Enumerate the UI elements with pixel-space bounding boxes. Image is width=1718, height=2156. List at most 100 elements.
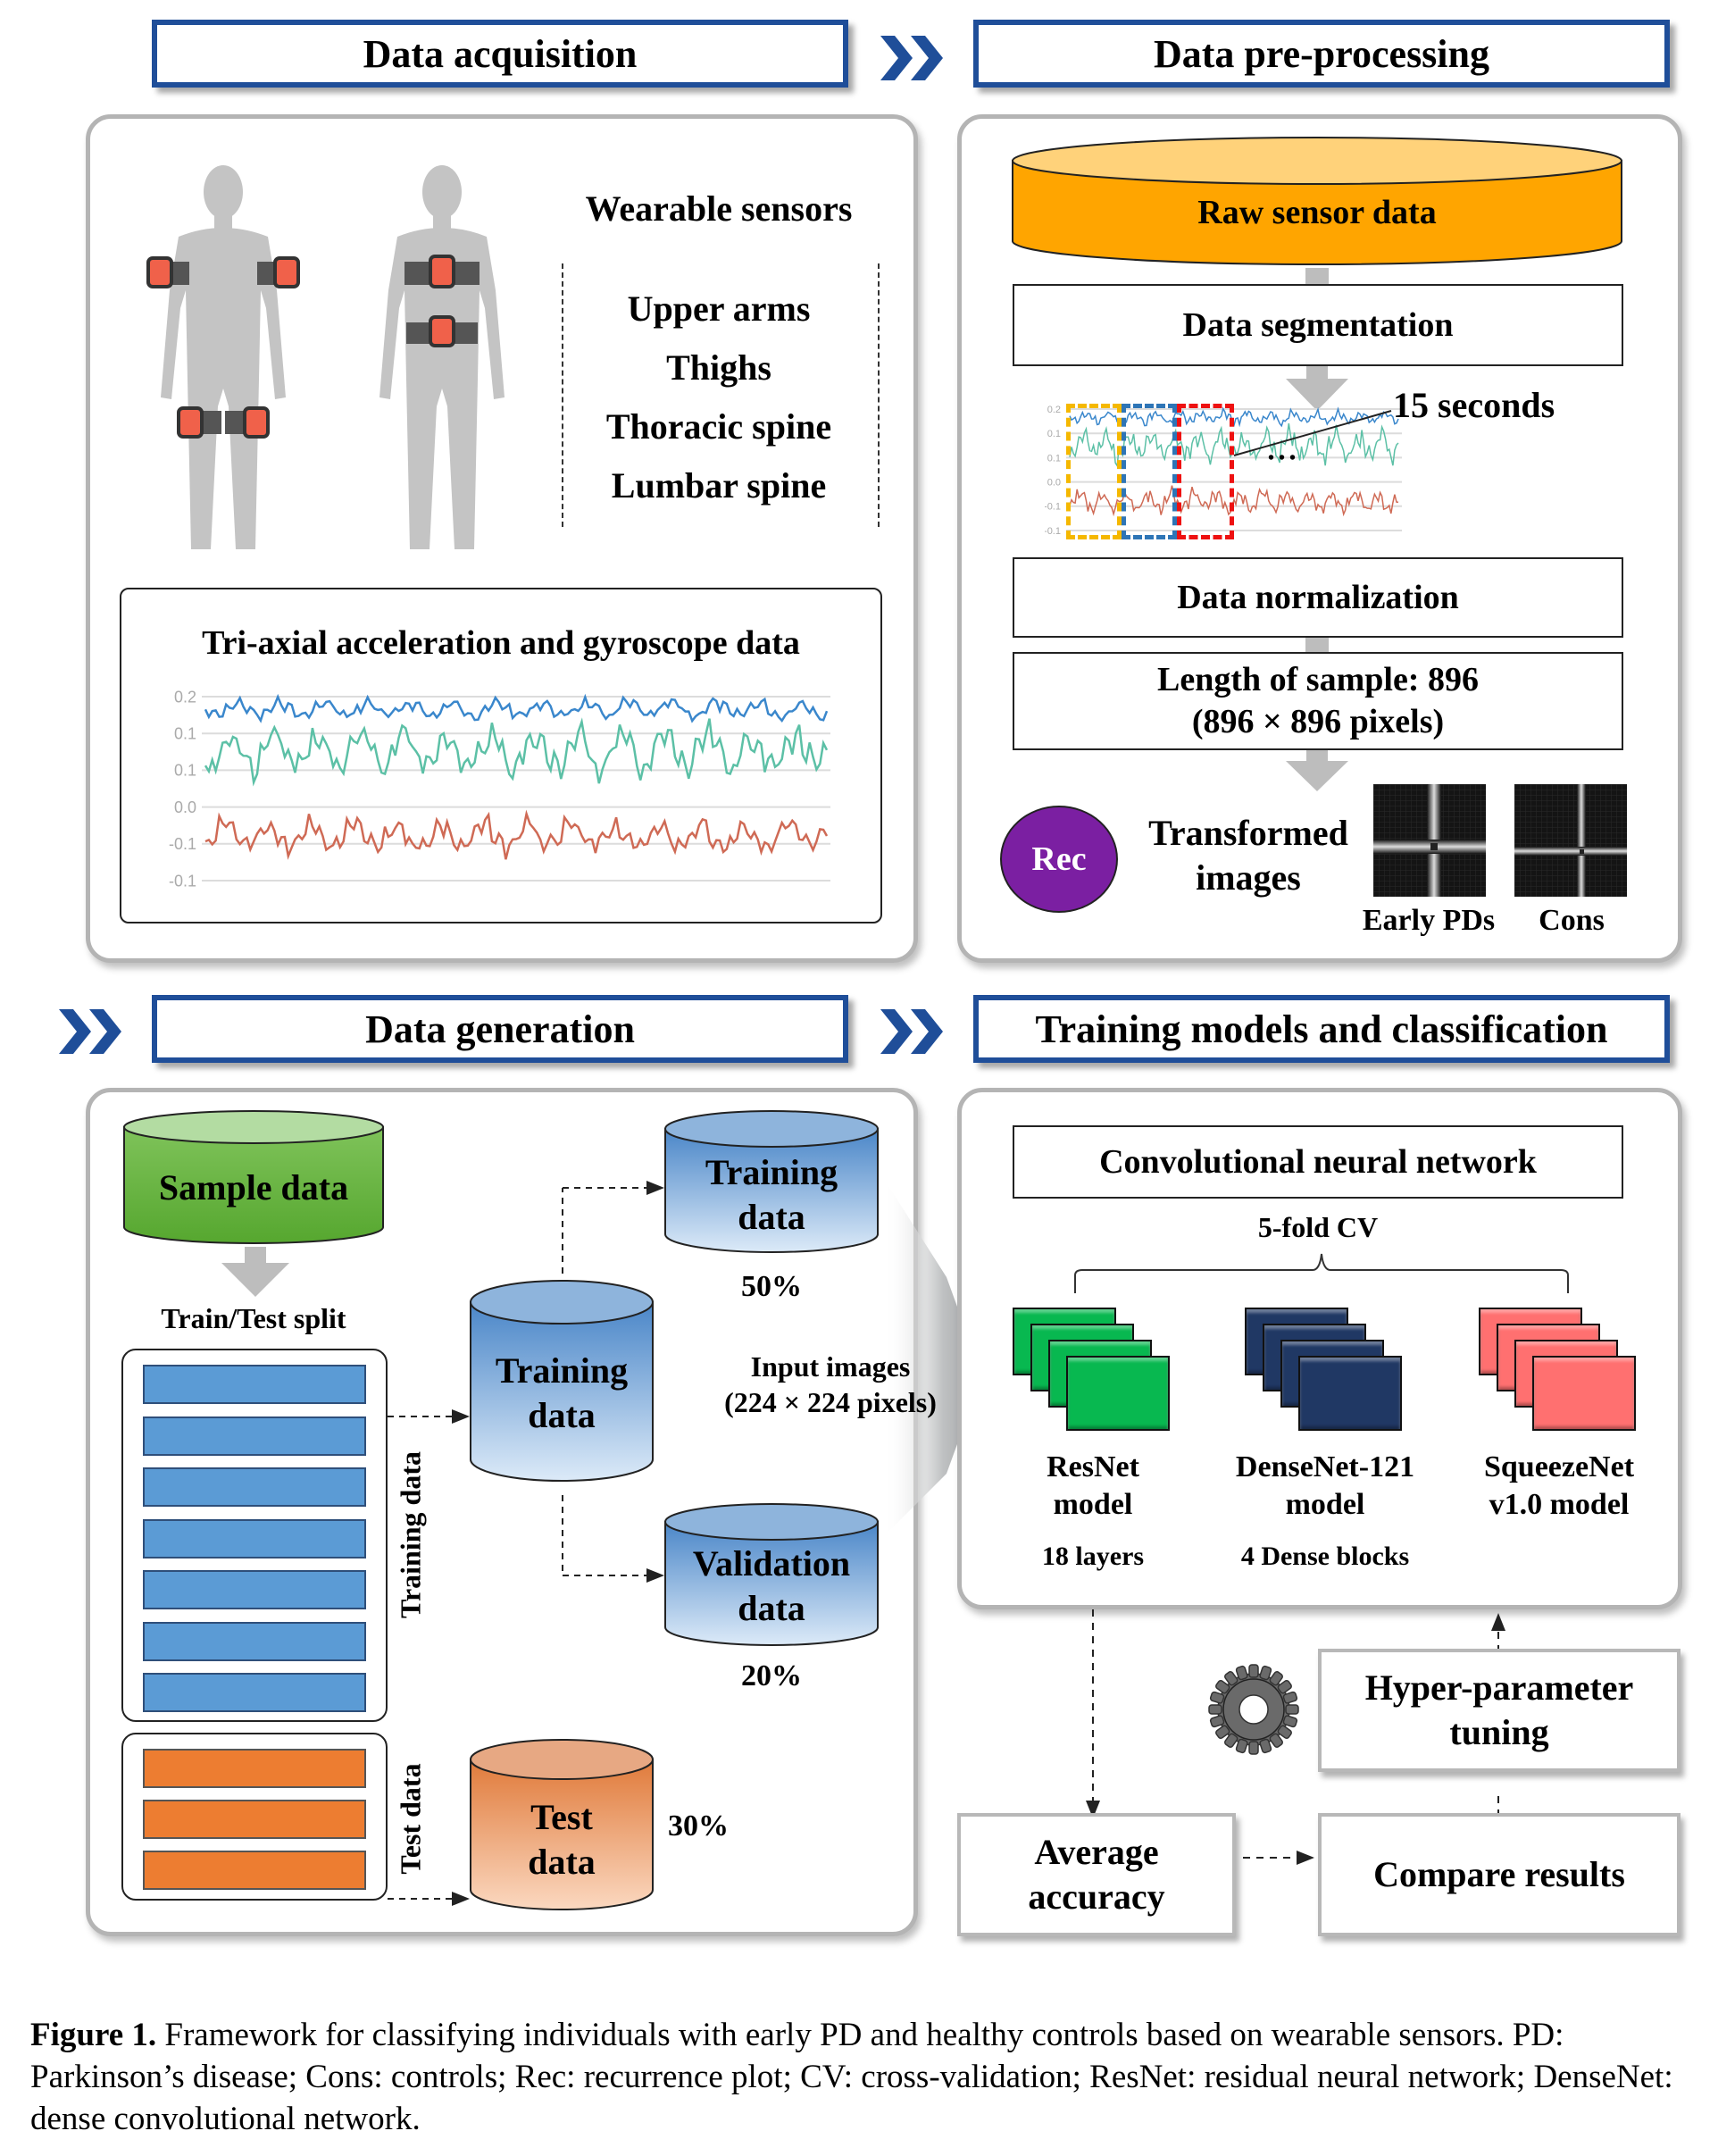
sensor-icon [429,315,455,347]
sensor-location: Lumbar spine [611,465,827,506]
model-type: v1.0 model [1489,1488,1630,1521]
test-line2: data [528,1842,596,1882]
recurrence-image-early-pd [1373,784,1486,897]
sensor-icon [146,256,173,288]
test-fold-bar [143,1800,366,1839]
header-data-generation: Data generation [152,995,848,1063]
sensor-location: Thighs [666,347,771,388]
sample-data-label: Sample data [158,1167,349,1208]
model-name: SqueezeNet [1483,1450,1635,1483]
chevron-right-icon [880,36,943,80]
window-segment-1 [1066,404,1122,539]
divider-left [562,263,563,527]
test-fold-bar [143,1749,366,1788]
signal-chart: 0.20.10.10.0-0.1-0.1 [169,688,830,890]
flow-connector [1305,638,1329,652]
sensor-location: Upper arms [627,288,811,329]
y-tick-label: -0.1 [169,835,196,853]
training-fold-bar [143,1365,366,1404]
header-data-acquisition: Data acquisition [152,20,848,88]
validation-percent: 20% [741,1659,802,1692]
model-stack [1479,1308,1657,1433]
cv-label: 5-fold CV [1257,1211,1379,1243]
training-fold-bar [143,1621,366,1661]
hyperparameter-tuning-box: Hyper-parameter tuning [1318,1649,1680,1772]
model-type: model [1053,1488,1133,1521]
window-pointer-line [1233,410,1392,456]
validation-line2: data [738,1588,805,1628]
caption-text: Framework for classifying individuals wi… [30,2017,1673,2137]
test-line1: Test [530,1797,593,1837]
y-tick-label: 0.2 [1047,405,1061,415]
chevron-right-icon [59,1009,121,1054]
y-tick-label: -0.1 [1045,526,1061,537]
gear-icon [1208,1664,1299,1755]
window-segment-2 [1122,404,1177,539]
chevron-right-icon [880,1009,943,1054]
test-data-label: Test data [468,1795,655,1884]
train-test-split-label: Train/Test split [161,1302,346,1334]
model-detail: 18 layers [1041,1542,1145,1571]
training-output-line2: data [738,1197,805,1237]
caption-label: Figure 1. [30,2017,157,2053]
image-label-cons: Cons [1539,904,1605,937]
divider-right [878,263,880,527]
hyper-line2: tuning [1449,1712,1549,1752]
data-segmentation-box: Data segmentation [1013,284,1623,366]
model-detail: 4 Dense blocks [1240,1542,1410,1571]
input-images-label: Input images (224 × 224 pixels) [688,1349,973,1420]
down-arrow-icon [1286,366,1348,411]
window-length-label: 15 seconds [1393,385,1555,425]
raw-sensor-data-label: Raw sensor data [1197,194,1437,231]
y-tick-label: 0.1 [1047,429,1061,439]
y-tick-label: -0.1 [169,872,196,890]
sample-length-line1: Length of sample: 896 [1157,660,1479,698]
transformed-line2: images [1196,857,1301,898]
body-front-figure [146,165,300,549]
feature-map-layer [1532,1356,1636,1431]
model-name: DenseNet-121 [1235,1450,1415,1483]
test-fold-bar [143,1851,366,1890]
test-percent: 30% [668,1809,729,1843]
header-data-preprocessing: Data pre-processing [973,20,1670,88]
input-images-line2: (224 × 224 pixels) [724,1386,937,1418]
ellipsis: • • • [1268,448,1297,468]
y-tick-label: 0.0 [174,798,196,816]
sample-data-cylinder [123,1110,384,1244]
training-cyl-line1: Training [495,1350,629,1391]
validation-cylinder [664,1503,879,1646]
test-split-group [121,1733,388,1901]
average-accuracy-box: Average accuracy [957,1813,1236,1936]
sensor-icon [177,406,204,439]
model-stack [1245,1308,1423,1433]
validation-line1: Validation [692,1543,851,1584]
wearable-sensors-title: Wearable sensors [585,188,853,229]
recurrence-plot-circle: Rec [1000,806,1118,913]
y-tick-label: -0.1 [1045,502,1061,513]
model-name: ResNet [1047,1450,1139,1483]
down-arrow-icon [221,1247,289,1297]
sensor-icon [243,406,270,439]
sensor-icon [273,256,300,288]
generation-connectors [388,1181,664,1906]
signal-chart-title: Tri-axial acceleration and gyroscope dat… [202,624,800,662]
transfer-arrow-icon [884,1179,982,1536]
training-data-cyl-label: Training data [468,1349,655,1438]
raw-data-cylinder [1012,137,1622,265]
body-back-figure [379,165,505,549]
training-fold-bar [143,1673,366,1712]
avg-line1: Average [1034,1832,1159,1872]
test-data-cylinder [470,1739,654,1910]
validation-label: Validation data [663,1542,880,1631]
cnn-box: Convolutional neural network [1013,1125,1623,1199]
training-data-cylinder [470,1280,654,1482]
input-images-line1: Input images [750,1350,911,1383]
training-output-label: Training data [663,1150,880,1240]
sensor-location: Thoracic spine [605,406,832,447]
training-fold-bar [143,1518,366,1559]
hyper-line1: Hyper-parameter [1364,1667,1634,1708]
feature-map-layer [1298,1356,1402,1431]
training-fold-bar [143,1570,366,1609]
training-fold-bar [143,1416,366,1456]
